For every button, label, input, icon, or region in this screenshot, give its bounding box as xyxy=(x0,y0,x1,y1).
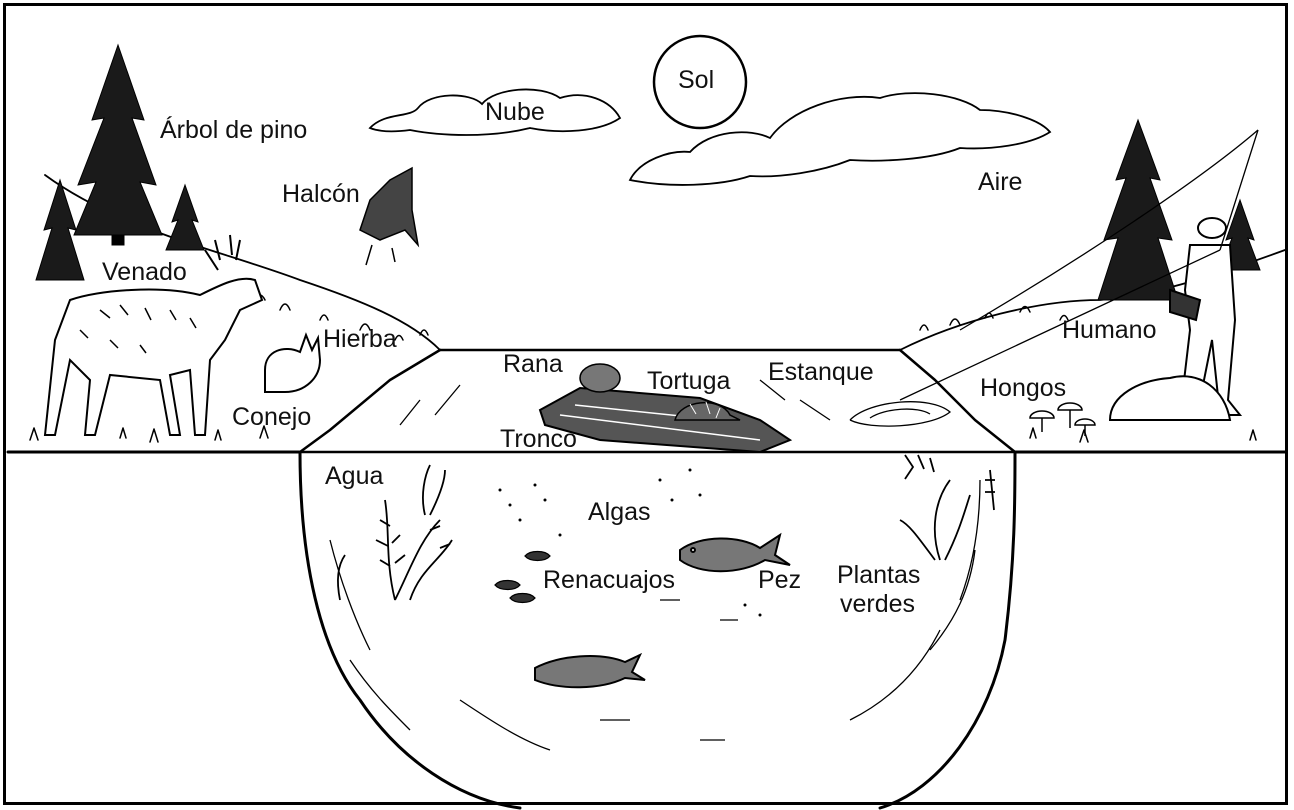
label-humano: Humano xyxy=(1062,316,1157,344)
pine-tree-large xyxy=(74,45,162,245)
label-verdes: verdes xyxy=(840,590,915,618)
label-algas: Algas xyxy=(588,498,651,526)
label-agua: Agua xyxy=(325,462,383,490)
tadpoles xyxy=(495,552,550,603)
label-tortuga: Tortuga xyxy=(647,367,730,395)
label-rana: Rana xyxy=(503,350,563,378)
label-aire: Aire xyxy=(978,168,1022,196)
label-hierba: Hierba xyxy=(323,325,397,353)
ripples xyxy=(850,402,950,426)
rock-illustration xyxy=(1110,376,1230,420)
label-pez: Pez xyxy=(758,566,801,594)
log-illustration xyxy=(540,388,790,452)
pine-tree-right xyxy=(1098,120,1260,300)
rabbit-illustration xyxy=(265,335,320,392)
label-tronco: Tronco xyxy=(500,425,577,453)
label-sol: Sol xyxy=(678,66,714,94)
pond-basin xyxy=(300,452,1015,808)
label-conejo: Conejo xyxy=(232,403,311,431)
frog-illustration xyxy=(580,364,620,392)
label-hongos: Hongos xyxy=(980,374,1066,402)
hawk-illustration xyxy=(360,168,418,265)
label-estanque: Estanque xyxy=(768,358,874,386)
label-venado: Venado xyxy=(102,258,187,286)
mushrooms-illustration xyxy=(1030,403,1095,436)
label-nube: Nube xyxy=(485,98,545,126)
fish-bottom xyxy=(535,655,645,687)
label-plantas: Plantas xyxy=(837,561,920,589)
label-arbol-de-pino: Árbol de pino xyxy=(160,116,307,144)
label-halcon: Halcón xyxy=(282,180,360,208)
label-renacuajos: Renacuajos xyxy=(543,566,675,594)
